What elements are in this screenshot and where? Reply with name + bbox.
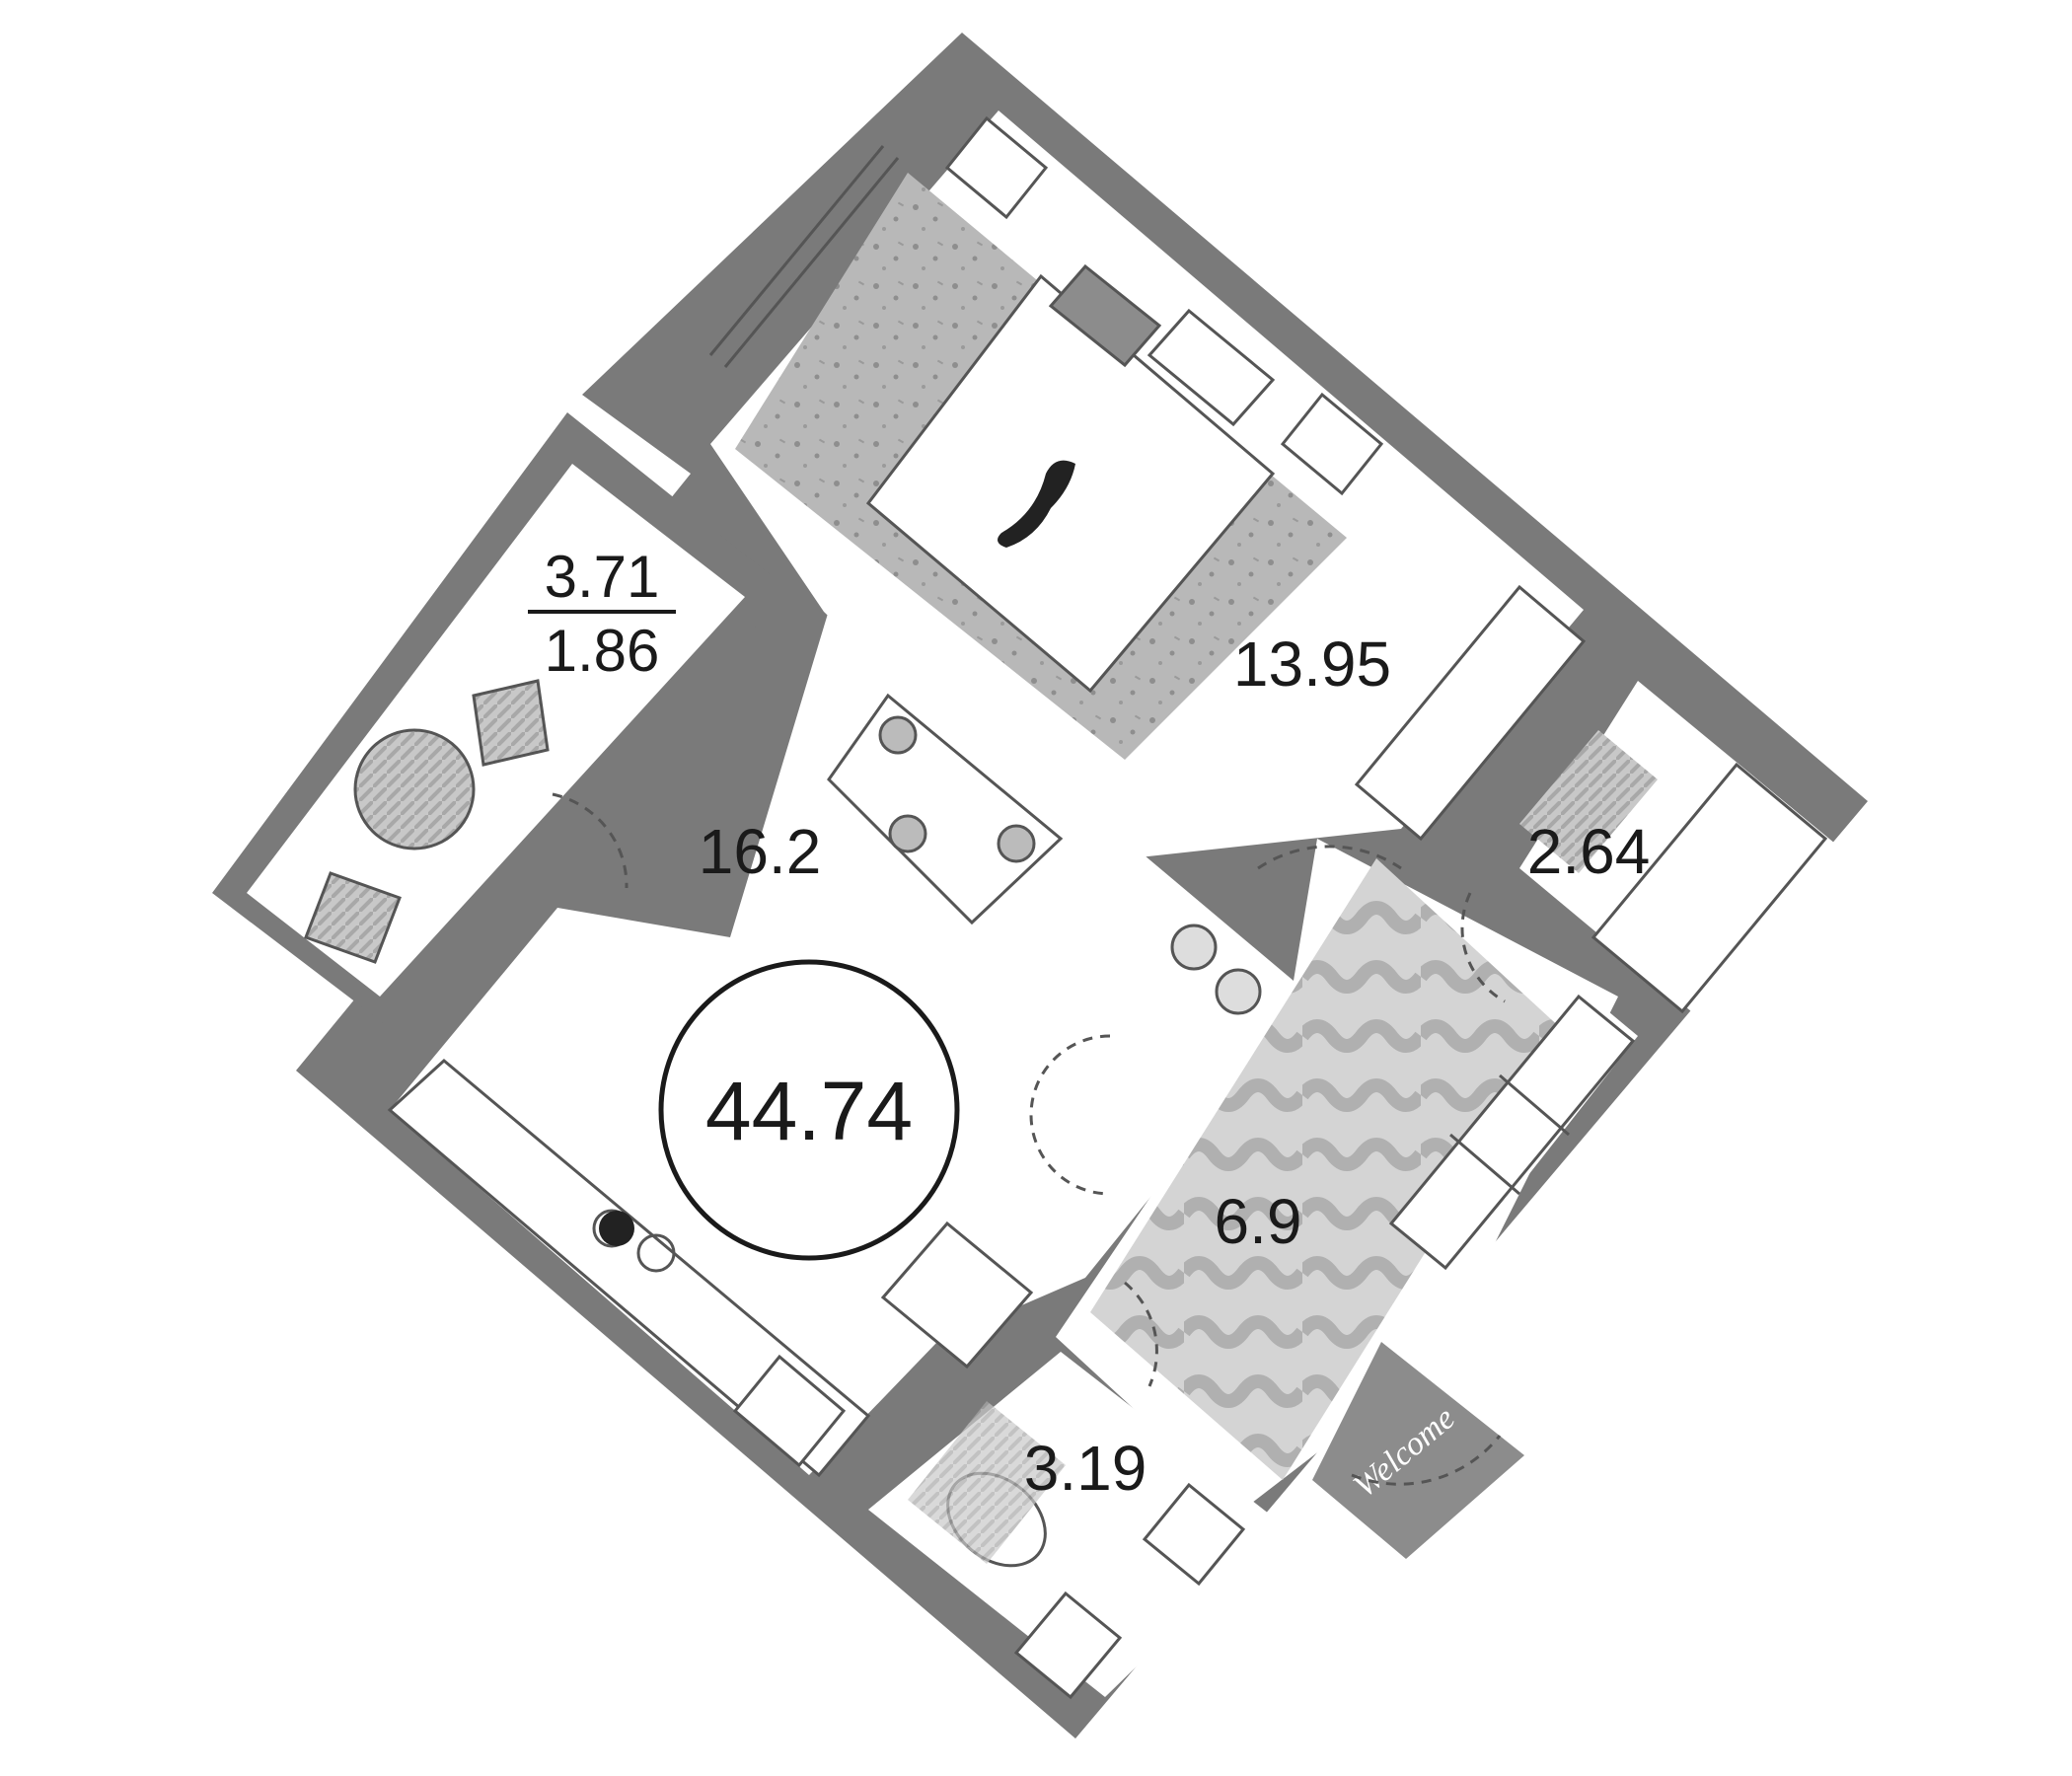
sink-icon (732, 1354, 847, 1468)
bedroom-window-2 (723, 157, 900, 368)
door-swing-entry (1351, 1435, 1502, 1486)
door-swings (552, 792, 1506, 1486)
bathroom-area-label: 2.64 (1527, 816, 1651, 887)
bedroom-area-label: 13.95 (1233, 629, 1391, 700)
balcony-chair-icon (472, 679, 550, 767)
balcony-area-top-label: 3.71 (545, 544, 660, 610)
plate-icon-3 (997, 824, 1036, 863)
total-area-circle (658, 959, 960, 1261)
pillow-right (1147, 308, 1276, 427)
bathroom-fixtures (1519, 730, 1828, 1014)
balcony-furniture (304, 679, 550, 964)
bedroom-furniture (708, 115, 1587, 842)
bed (865, 273, 1276, 694)
hallway-wardrobe (1388, 994, 1636, 1271)
door-swing-living (552, 792, 629, 889)
fridge (880, 1221, 1034, 1369)
balcony-chair-icon-2 (304, 871, 402, 964)
hallway-area-label: 6.9 (1215, 1186, 1302, 1257)
balcony-area-bottom-label: 1.86 (545, 618, 660, 684)
living-furniture (387, 693, 1262, 1478)
welcome-mat: Welcome (1312, 1342, 1524, 1559)
plate-icon (878, 715, 918, 755)
pillow-left (1048, 263, 1162, 368)
door-swing-bath (1460, 892, 1506, 1003)
cat-icon (998, 460, 1075, 548)
bathtub (1591, 762, 1828, 1014)
toilet-sink (1142, 1482, 1246, 1587)
pan-icon (599, 1211, 634, 1246)
bedroom-window (708, 145, 885, 356)
armchair-icon (1170, 924, 1218, 971)
bath-mat (1519, 730, 1658, 873)
door-swing-bedroom (1257, 845, 1402, 870)
towel-heater (1013, 1591, 1123, 1700)
toilet-area-label: 3.19 (1024, 1433, 1147, 1504)
toilet-mat (908, 1401, 1066, 1564)
living-kitchen-area-label: 16.2 (699, 816, 822, 887)
toilet-fixtures (908, 1401, 1246, 1700)
kitchen-counter (387, 1059, 871, 1478)
dining-table (827, 693, 1064, 925)
nightstand-right (1280, 392, 1384, 496)
balcony-table (353, 728, 476, 851)
stove-burner-icon-2 (636, 1233, 676, 1273)
bedroom-wardrobe (1354, 584, 1587, 842)
door-swing-hall (1029, 1034, 1111, 1196)
door-swing-toilet (1124, 1281, 1158, 1387)
nightstand-left (944, 115, 1049, 220)
armchair-icon-2 (1215, 968, 1262, 1015)
plate-icon-2 (888, 814, 927, 853)
total-area-label: 44.74 (705, 1065, 913, 1157)
hallway-rug (1090, 858, 1564, 1480)
